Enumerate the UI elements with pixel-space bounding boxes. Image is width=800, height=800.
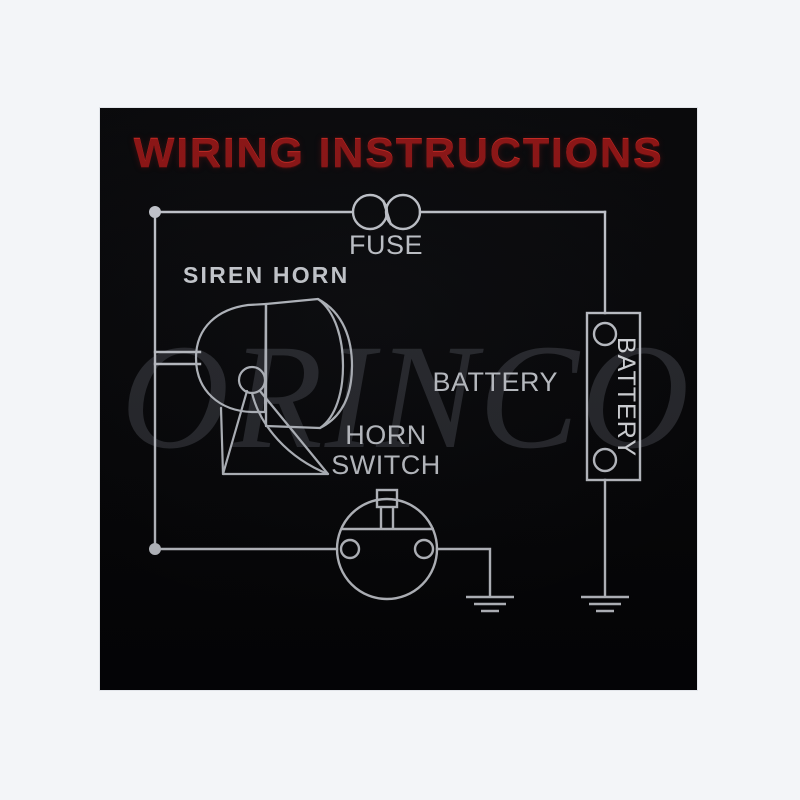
junction-node-top-left xyxy=(149,206,161,218)
fuse-label: FUSE xyxy=(349,230,423,260)
wire-switch-to-ground xyxy=(435,547,492,598)
ground-symbol-battery xyxy=(581,595,629,613)
siren-horn-symbol xyxy=(194,297,354,476)
wiring-diagram: FUSE SIREN HORN xyxy=(149,193,642,613)
wiring-instruction-plate: ORINCO WIRING INSTRUCTIONS xyxy=(100,108,697,690)
page-title: WIRING INSTRUCTIONS xyxy=(133,130,664,176)
siren-horn-label: SIREN HORN xyxy=(183,262,349,288)
battery-label: BATTERY xyxy=(432,367,558,397)
horn-switch-symbol xyxy=(335,488,439,601)
wire-network xyxy=(153,210,607,598)
ground-symbol-switch xyxy=(466,595,514,613)
horn-switch-label-line2: SWITCH xyxy=(331,450,440,480)
orinco-watermark: ORINCO xyxy=(120,314,692,480)
fuse-symbol xyxy=(351,193,422,231)
horn-switch-label-line1: HORN xyxy=(345,420,427,450)
battery-symbol: BATTERY xyxy=(585,311,642,482)
battery-box-label: BATTERY xyxy=(612,337,640,457)
junction-node-bottom-left xyxy=(149,543,161,555)
